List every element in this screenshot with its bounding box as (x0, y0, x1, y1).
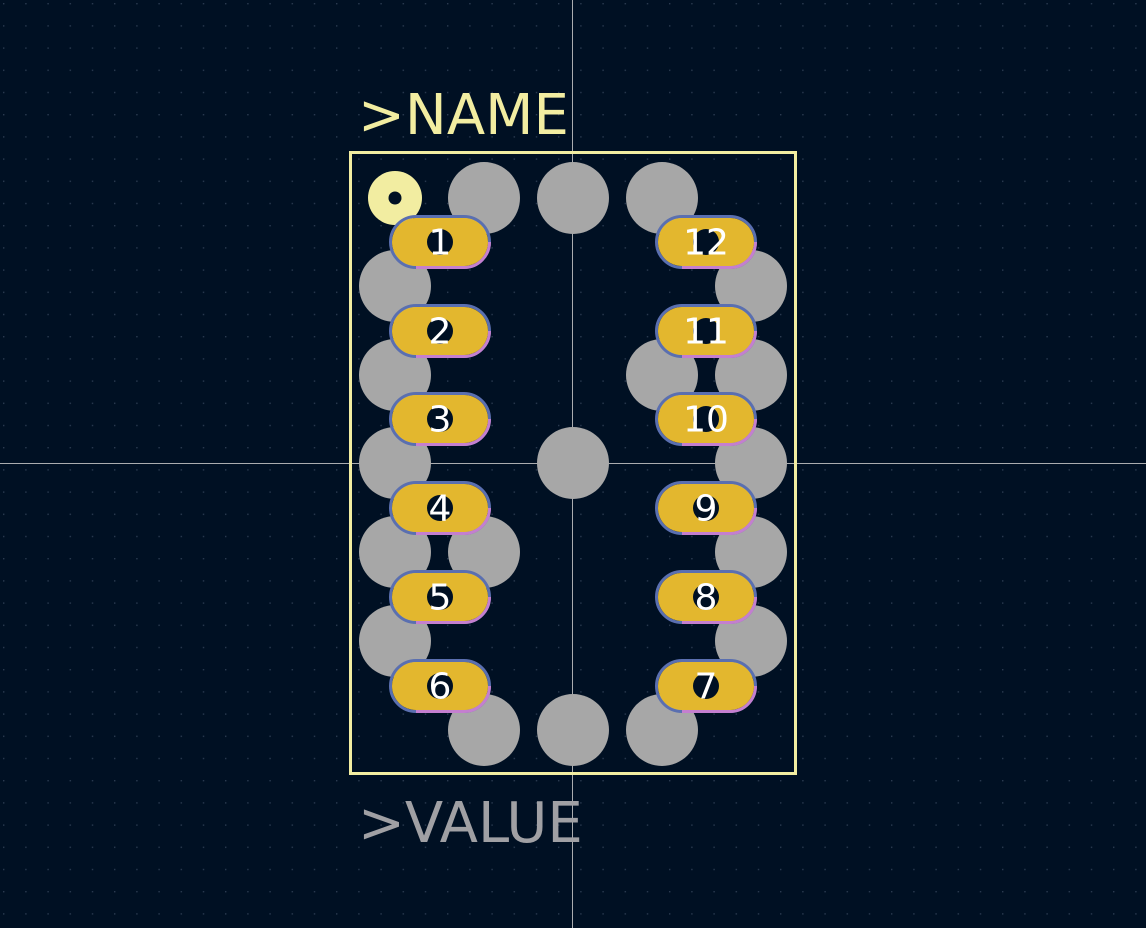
pad-drill (693, 584, 719, 610)
pad-number-label: 9 (695, 489, 718, 530)
pad-9[interactable]: 9 (655, 481, 757, 535)
pad-outline-highlight (416, 418, 491, 446)
pad-outline-highlight (682, 596, 757, 624)
pad-11[interactable]: 11 (655, 304, 757, 358)
pad-5[interactable]: 5 (389, 570, 491, 624)
pad-outline-highlight (416, 596, 491, 624)
pad-number-label: 1 (429, 223, 452, 264)
pad-12[interactable]: 12 (655, 215, 757, 269)
pad-outline-highlight (416, 685, 491, 713)
pad-2[interactable]: 2 (389, 304, 491, 358)
pad-number-label: 3 (429, 400, 452, 441)
pad-number-label: 6 (429, 667, 452, 708)
reference-name-text[interactable]: >NAME (358, 83, 569, 148)
pad-7[interactable]: 7 (655, 659, 757, 713)
drill-hole (537, 694, 609, 766)
pin1-ring-icon (368, 171, 422, 225)
pad-drill (693, 318, 719, 344)
silkscreen-outline[interactable] (349, 151, 797, 775)
pad-outline-highlight (416, 330, 491, 358)
pad-number-label: 12 (683, 223, 729, 264)
pad-number-label: 11 (683, 312, 729, 353)
pad-outline-highlight (682, 507, 757, 535)
pad-drill (693, 673, 719, 699)
pad-3[interactable]: 3 (389, 392, 491, 446)
pad-6[interactable]: 6 (389, 659, 491, 713)
pad-outline-highlight (416, 507, 491, 535)
pad-number-label: 10 (683, 400, 729, 441)
drill-hole (537, 427, 609, 499)
pad-outline-highlight (682, 241, 757, 269)
pad-number-label: 2 (429, 312, 452, 353)
pad-number-label: 7 (695, 667, 718, 708)
drill-hole (537, 162, 609, 234)
pad-drill (693, 495, 719, 521)
pad-drill (427, 229, 453, 255)
pad-8[interactable]: 8 (655, 570, 757, 624)
value-text[interactable]: >VALUE (358, 791, 583, 856)
pad-drill (427, 584, 453, 610)
pad-number-label: 4 (429, 489, 452, 530)
pad-drill (693, 229, 719, 255)
pad-1[interactable]: 1 (389, 215, 491, 269)
pad-number-label: 5 (429, 578, 452, 619)
pad-drill (427, 318, 453, 344)
pad-10[interactable]: 10 (655, 392, 757, 446)
pad-4[interactable]: 4 (389, 481, 491, 535)
pad-outline-highlight (682, 418, 757, 446)
pad-drill (427, 673, 453, 699)
pad-drill (427, 406, 453, 432)
pad-outline-highlight (682, 330, 757, 358)
pad-drill (693, 406, 719, 432)
pad-number-label: 8 (695, 578, 718, 619)
pad-outline-highlight (682, 685, 757, 713)
pad-outline-highlight (416, 241, 491, 269)
pad-drill (427, 495, 453, 521)
